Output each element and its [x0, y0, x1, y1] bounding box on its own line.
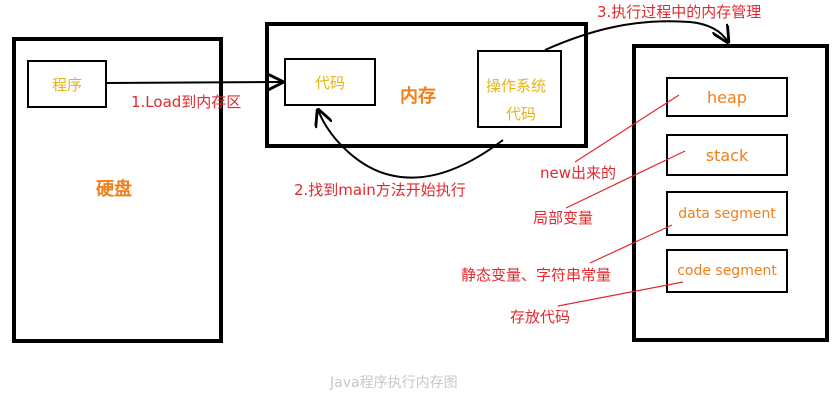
code-segment-label: code segment: [677, 263, 777, 279]
os-code-box: [477, 50, 562, 128]
os-code-label-line1: 操作系统: [486, 77, 547, 95]
stack-pointer-line: [565, 150, 686, 209]
diagram-caption: Java程序执行内存图: [330, 375, 458, 391]
find-main-arrow: [318, 110, 504, 179]
code-segment-box: code segment: [666, 249, 788, 293]
stack-note: 局部变量: [533, 209, 594, 227]
load-arrow: [106, 82, 282, 83]
code-box: 代码: [284, 58, 376, 106]
data-segment-box: data segment: [666, 191, 788, 236]
memory-label: 内存: [400, 86, 436, 107]
step-load-label: 1.Load到内存区: [131, 93, 242, 111]
code-label: 代码: [314, 73, 345, 92]
heap-pointer-line: [574, 94, 680, 163]
step-manage-label: 3.执行过程中的内存管理: [597, 3, 762, 21]
heap-label: heap: [707, 87, 747, 107]
program-label: 程序: [51, 75, 82, 94]
data-pointer-line: [589, 224, 673, 264]
step-find-main-label: 2.找到main方法开始执行: [294, 181, 466, 199]
data-note: 静态变量、字符串常量: [461, 266, 612, 284]
stack-box: stack: [666, 134, 788, 176]
heap-note: new出来的: [540, 164, 617, 182]
heap-box: heap: [666, 77, 788, 117]
data-segment-label: data segment: [678, 205, 776, 222]
code-note: 存放代码: [510, 308, 571, 326]
code-pointer-line: [557, 281, 684, 307]
manage-arrow: [544, 20, 728, 51]
disk-label: 硬盘: [96, 179, 132, 200]
stack-label: stack: [705, 145, 749, 165]
program-box: 程序: [27, 60, 107, 108]
os-code-label-line2: 代码: [506, 105, 537, 123]
